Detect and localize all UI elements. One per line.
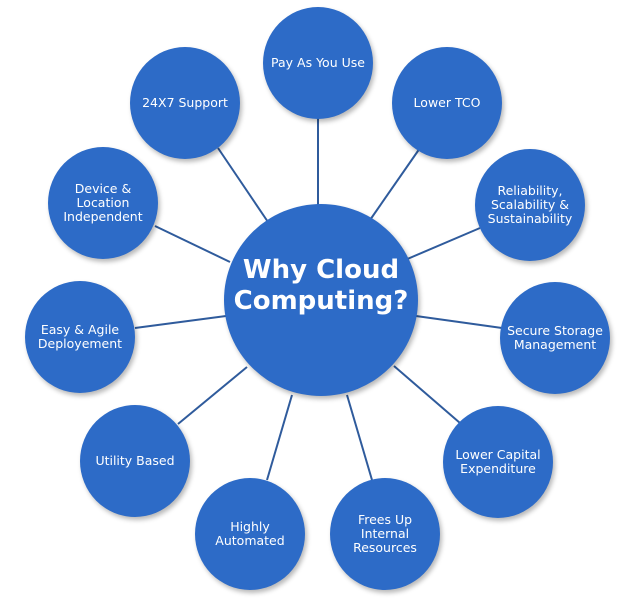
node-24x7-support: 24X7 Support	[130, 47, 240, 159]
connector-line	[369, 147, 421, 221]
node-frees-up-resources: Frees Up Internal Resources	[330, 478, 440, 590]
connector-line	[346, 394, 373, 481]
node-lower-tco: Lower TCO	[392, 47, 502, 159]
center-node-why-cloud-computing: Why Cloud Computing?	[224, 204, 418, 396]
node-secure-storage: Secure Storage Management	[500, 282, 610, 394]
connector-line	[154, 225, 231, 263]
node-highly-automated: Highly Automated	[195, 478, 305, 590]
connector-line	[134, 315, 227, 329]
node-device-location-independent: Device & Location Independent	[48, 147, 158, 259]
node-lower-capital-expenditure: Lower Capital Expenditure	[443, 406, 553, 518]
node-easy-agile-deployment: Easy & Agile Deployement	[25, 281, 135, 393]
node-pay-as-you-use: Pay As You Use	[263, 7, 373, 119]
connector-line	[415, 315, 503, 329]
node-utility-based: Utility Based	[80, 405, 190, 517]
connector-line	[404, 227, 481, 261]
connector-line	[266, 394, 293, 481]
node-reliability-scalability: Reliability, Scalability & Sustainabilit…	[475, 149, 585, 261]
connector-line	[177, 366, 248, 425]
connector-line	[217, 147, 269, 223]
connector-line	[393, 365, 461, 424]
